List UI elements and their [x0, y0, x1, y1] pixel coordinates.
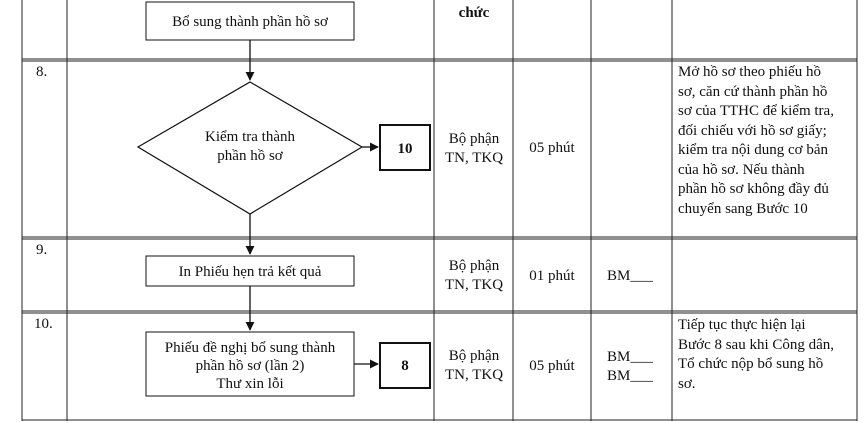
process-box-label: Bổ sung thành phần hồ sơ	[172, 14, 329, 30]
decision-label: Kiểm tra thành	[205, 129, 295, 145]
process-box-label: phần hồ sơ (lần 2)	[196, 358, 305, 374]
description-line: sơ, căn cứ thành phần hồ	[678, 83, 828, 100]
decision-label: phần hồ sơ	[217, 148, 283, 164]
form-code: BM___	[607, 349, 653, 365]
description-line: Mở hồ sơ theo phiếu hồ	[678, 64, 821, 80]
description-line: Tiếp tục thực hiện lại	[678, 317, 806, 333]
form-code: BM___	[607, 368, 653, 384]
step-number: 9.	[36, 242, 47, 258]
responsible-text: Bộ phận	[449, 131, 500, 147]
goto-step-number: 10	[398, 141, 413, 157]
time-text: 05 phút	[529, 140, 575, 156]
description-line: của hồ sơ. Nếu thành	[678, 161, 805, 178]
process-box-label: In Phiếu hẹn trả kết quả	[179, 264, 322, 280]
goto-step-number: 8	[401, 358, 409, 374]
responsible-text: TN, TKQ	[445, 367, 503, 383]
description-line: sơ.	[678, 375, 696, 392]
process-box	[145, 331, 355, 397]
description-line: Bước 8 sau khi Công dân,	[678, 336, 835, 353]
process-box-label: Phiếu đề nghị bổ sung thành	[165, 340, 336, 356]
responsible-text: TN, TKQ	[445, 277, 503, 293]
step-number: 8.	[36, 64, 47, 80]
responsible-text: Bộ phận	[449, 258, 500, 274]
step-number: 10.	[34, 316, 53, 332]
process-box	[145, 1, 355, 41]
process-box	[145, 255, 355, 287]
time-text: 01 phút	[529, 268, 575, 284]
description-line: Tổ chức nộp bổ sung hồ	[678, 356, 824, 372]
description-line: chuyển sang Bước 10	[678, 200, 808, 217]
form-code: BM___	[607, 268, 653, 284]
table-grid	[21, 0, 858, 421]
responsible-text: TN, TKQ	[445, 150, 503, 166]
time-text: 05 phút	[529, 358, 575, 374]
responsible-text: Bộ phận	[449, 348, 500, 364]
process-box-label: Thư xin lỗi	[216, 376, 283, 392]
description-line: đối chiếu với hồ sơ giấy;	[678, 122, 827, 139]
description-line: kiểm tra nội dung cơ bản	[678, 142, 828, 158]
step-description: Mở hồ sơ theo phiếu hồ sơ, căn cứ thành …	[678, 63, 852, 219]
goto-step-box	[379, 342, 431, 389]
description-line: phần hồ sơ không đầy đủ	[678, 181, 829, 197]
responsible-text: chức	[459, 5, 490, 21]
step-description: Tiếp tục thực hiện lại Bước 8 sau khi Cô…	[678, 316, 852, 394]
goto-step-box	[379, 124, 431, 171]
description-line: sơ của TTHC để kiểm tra,	[678, 103, 834, 119]
